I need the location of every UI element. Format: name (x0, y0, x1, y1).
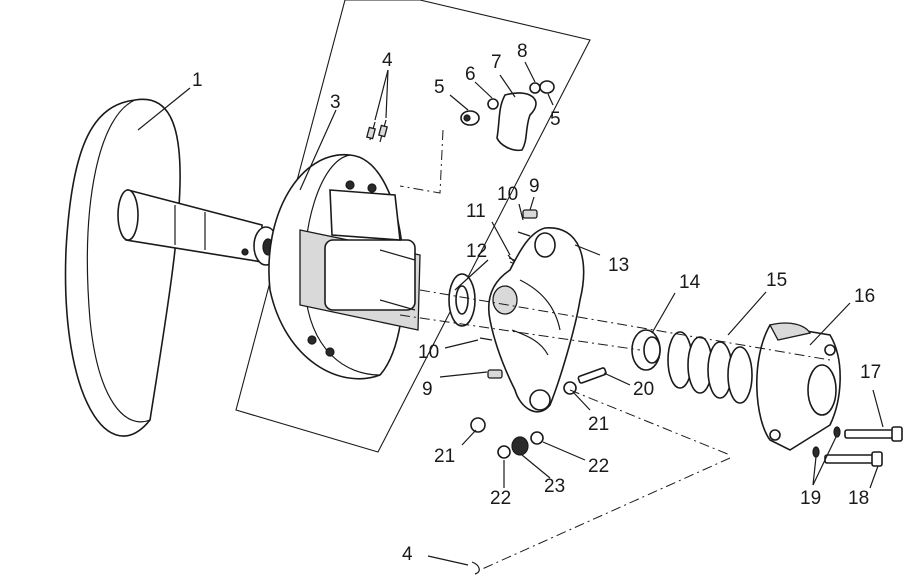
callout-15: 15 (766, 270, 787, 291)
callout-4-top: 4 (382, 50, 393, 71)
callout-11: 11 (466, 201, 486, 222)
callout-10-top: 10 (497, 184, 518, 205)
part-4-pins-top (366, 119, 388, 143)
part-3-movable-sheave (268, 154, 421, 380)
part-12-washer (448, 273, 476, 327)
callout-21-right: 21 (588, 414, 609, 435)
callout-1: 1 (192, 70, 203, 91)
callout-19: 19 (800, 488, 821, 509)
callout-17: 17 (860, 362, 881, 383)
callout-18: 18 (848, 488, 869, 509)
callout-22-left: 22 (490, 488, 511, 509)
callout-20: 20 (633, 379, 654, 400)
callout-3: 3 (330, 92, 341, 113)
callout-10-bottom: 10 (418, 342, 439, 363)
part-17-18-bolts (812, 426, 903, 467)
part-4-pin-bottom (471, 561, 480, 575)
leader-flyweight-to-housing (399, 129, 444, 194)
callout-14: 14 (679, 272, 701, 293)
callout-9-bottom: 9 (422, 379, 433, 400)
centerlines (399, 289, 831, 571)
callout-leaders (137, 61, 884, 566)
callout-6: 6 (465, 64, 476, 85)
part-15-spring (667, 331, 753, 404)
callout-7: 7 (491, 52, 502, 73)
callout-23: 23 (544, 476, 565, 497)
callout-labels: 1 3 4 5 6 7 8 5 10 9 11 12 13 14 15 16 1… (192, 41, 881, 565)
callout-5-left: 5 (434, 77, 445, 98)
part-13-spider (488, 227, 585, 413)
part-14-nut (631, 329, 661, 371)
part-1-fixed-sheave (64, 98, 279, 437)
callout-13: 13 (608, 255, 629, 276)
part-16-cover (756, 322, 841, 451)
assembly-box-outlines (235, 0, 591, 453)
callout-22-right: 22 (588, 456, 609, 477)
callout-8: 8 (517, 41, 528, 62)
callout-12: 12 (466, 241, 487, 262)
callout-5-right: 5 (550, 109, 561, 130)
callout-4-bottom: 4 (402, 544, 413, 565)
callout-16: 16 (854, 286, 875, 307)
callout-9-top: 9 (529, 176, 540, 197)
part-5-8-flyweight-set (460, 80, 555, 152)
callout-21-left: 21 (434, 446, 455, 467)
